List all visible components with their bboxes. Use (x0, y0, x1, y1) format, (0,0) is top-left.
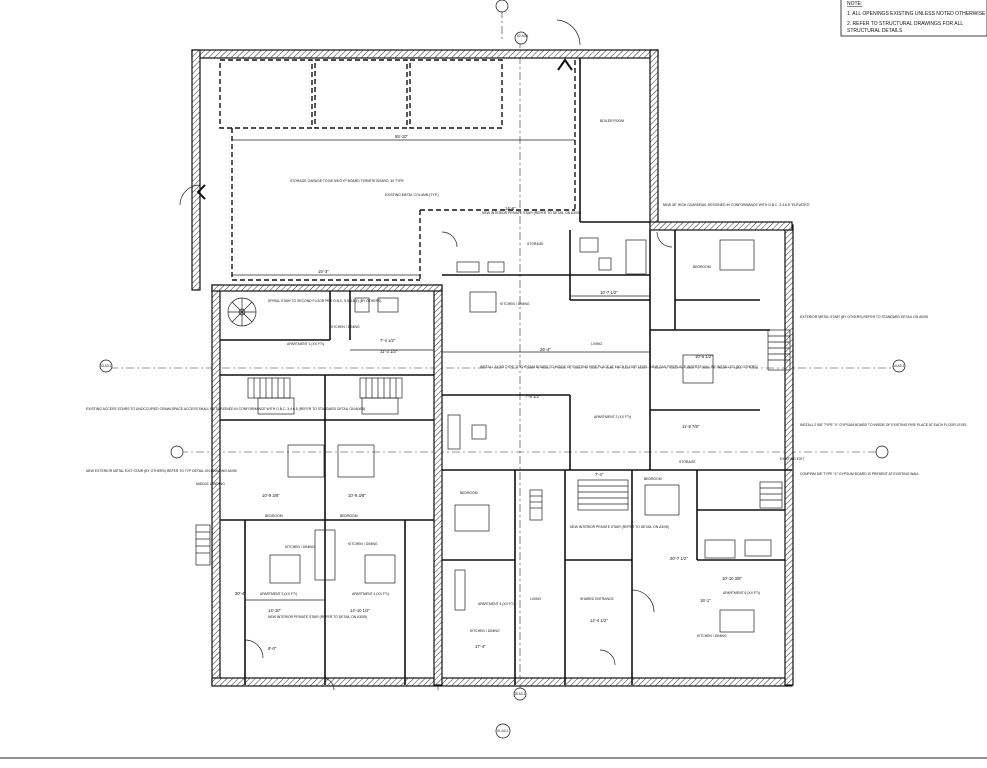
dim-11-8-7-8: 11'-8 7/8" (682, 424, 700, 429)
label-kitchen-apt3: KITCHEN / DINING (285, 545, 315, 549)
dim-14-10-1-2: 14'-10 1/2" (350, 608, 370, 613)
notes-title: NOTE: (847, 1, 862, 7)
dim-7-4-1-2: 7'-4 1/2" (380, 338, 396, 343)
label-apartment-2: APARTMENT 2 (XX FT²) (594, 415, 631, 419)
label-bedroom-1: BEDROOM (693, 265, 711, 269)
doors (179, 19, 673, 691)
label-existing-column: EXISTING METAL COLUMN (TYP.) (385, 193, 439, 197)
label-spiral-stair: SPIRAL STAIR TO SECOND FLOOR PER O.B.C. … (268, 299, 381, 303)
note-item-3: STRUCTURAL DETAILS (847, 28, 903, 34)
grid-tag-left-label: 03 A3.1 (100, 364, 112, 368)
label-install-gypsum: INSTALL 2X 5/8 TYPE "X" GYPSUM BOARD TO … (480, 365, 758, 369)
grid-tag-bottom-label-1: 05 A3.1 (514, 692, 526, 696)
label-exterior-stair: EXTERIOR METAL STAIR (BY OTHERS) REFER T… (800, 315, 928, 319)
label-install-gypsum-right: INSTALL 2 5/8" TYPE "X" GYPSUM BOARD TO … (800, 423, 967, 427)
label-apartment-5: APARTMENT 5 (XX FT²) (478, 602, 515, 606)
label-confirm-gypsum: CONFIRM 5/8" TYPE "X" GYPSUM BOARD IS PR… (800, 472, 919, 476)
grid-tag-right-label: 04 A3.1 (893, 364, 905, 368)
dim-20-7-1-2: 20'-7 1/2" (670, 556, 688, 561)
dimension-strings: 55'-10" 14'-6" 15'-3" 7'-4 1/2" 11'-3 1/… (232, 134, 742, 651)
label-living-apt5: LIVING (530, 597, 541, 601)
fixtures (257, 237, 772, 633)
notes-box: NOTE: 1. ALL OPENINGS EXISTING UNLESS NO… (840, 0, 987, 37)
label-new-interior-stair: NEW INTERIOR PRIVATE STAIR (REFER TO DET… (570, 525, 669, 529)
dim-14-10: 14'-10" (268, 608, 282, 613)
label-storage-right: STORAGE (679, 460, 696, 464)
label-middle-landing: MIDDLE LANDING (196, 482, 225, 486)
dim-14-6: 14'-6" (505, 206, 516, 211)
label-kitchen-apt2: KITCHEN / DINING (500, 302, 530, 306)
dim-26-4: 26'-4" (540, 347, 551, 352)
note-item-2: 2. REFER TO STRUCTURAL DRAWINGS FOR ALL (847, 21, 963, 27)
label-storage-small: STORAGE (527, 242, 544, 246)
label-storage-garage: STORAGE GARAGE TO BE 5/8 GYP BOARD TERMI… (290, 179, 405, 183)
label-bedroom-2: BEDROOM (460, 491, 478, 495)
label-new-exterior-exit: NEW EXTERIOR METAL EXIT STAIR (BY OTHERS… (86, 469, 237, 473)
interior-walls (220, 58, 792, 685)
label-kitchen-apt5: KITCHEN / DINING (470, 629, 500, 633)
dim-7-4: 7'-4" (595, 472, 604, 477)
dim-10-9-3-8-b: 10'-9 3/8" (348, 493, 366, 498)
dim-10-10-3-8: 10'-10 3/8" (722, 576, 742, 581)
label-guardrail: NEW 36" HIGH GUARDRAIL DESIGNED IN CONFO… (663, 203, 811, 207)
dim-10-5-1-2: 10'-5 1/2" (695, 354, 713, 359)
label-apartment-3: APARTMENT 3 (XX FT²) (260, 592, 297, 596)
dim-7-8-1-2: 7'-8 1/2" (525, 394, 541, 399)
stairs (195, 329, 791, 566)
grid-tag-right: 04 A3.1 (875, 359, 906, 459)
label-living-apt2: LIVING (591, 342, 602, 346)
dim-8-0: 8'-0" (268, 646, 277, 651)
label-kitchen-apt1: KITCHEN / DINING (330, 325, 360, 329)
grid-tag-top: 02 A3.1 (495, 0, 529, 45)
grid-tag-top-label: 02 A3.1 (517, 34, 529, 38)
label-boiler-room: BOILER ROOM (600, 119, 624, 123)
label-bedroom-3: BEDROOM (644, 477, 662, 481)
label-existing-access: EXISTING ACCESS STAIRS TO UNOCCUPIED CRA… (86, 407, 365, 411)
label-bedroom-4: BEDROOM (265, 514, 283, 518)
room-labels: BOILER ROOM STORAGE GARAGE TO BE 5/8 GYP… (86, 119, 967, 638)
dim-15-3: 15'-3" (318, 269, 329, 274)
dim-10-9-3-8-a: 10'-9 3/8" (262, 493, 280, 498)
label-apartment-4: APARTMENT 4 (XX FT²) (352, 592, 389, 596)
label-apartment-1: APARTMENT 1 (XX FT²) (287, 342, 324, 346)
label-interior-stair-bottom: NEW INTERIOR PRIVATE STAIR (REFER TO DET… (268, 615, 367, 619)
entry-arrows (196, 58, 573, 200)
garage-dashed-lines (219, 59, 576, 281)
label-kitchen-apt6: KITCHEN / DINING (697, 634, 727, 638)
dim-16-1: 16'-1" (700, 598, 711, 603)
dim-17-4: 17'-4" (475, 644, 486, 649)
dim-55-10: 55'-10" (395, 134, 409, 139)
dim-10-7-1-2: 10'-7 1/2" (600, 290, 618, 295)
grid-tag-bottom-label-2: 01 A3.1 (497, 729, 509, 733)
label-bedroom-5: BEDROOM (340, 514, 358, 518)
grid-tag-left: 03 A3.1 (99, 359, 184, 459)
spiral-stair (227, 297, 257, 327)
label-existing-exit: EXISTING EXIT (780, 457, 804, 461)
label-new-private-stair: NEW INTERIOR PRIVATE STAIR (REFER TO DET… (482, 211, 581, 215)
dim-11-3-1-2: 11'-3 1/2" (380, 349, 398, 354)
exterior-walls (191, 49, 794, 687)
dim-30-4: 30'-4" (235, 591, 246, 596)
grid-tag-bottom: 05 A3.1 01 A3.1 (495, 687, 527, 739)
label-shared-entrance: SHARED ENTRANCE (580, 597, 614, 601)
label-kitchen-apt4: KITCHEN / DINING (348, 542, 378, 546)
note-item-1: 1. ALL OPENINGS EXISTING UNLESS NOTED OT… (847, 11, 986, 17)
label-apartment-6: APARTMENT 6 (XX FT²) (723, 591, 760, 595)
dim-12-4-1-2: 12'-4 1/2" (590, 618, 608, 623)
